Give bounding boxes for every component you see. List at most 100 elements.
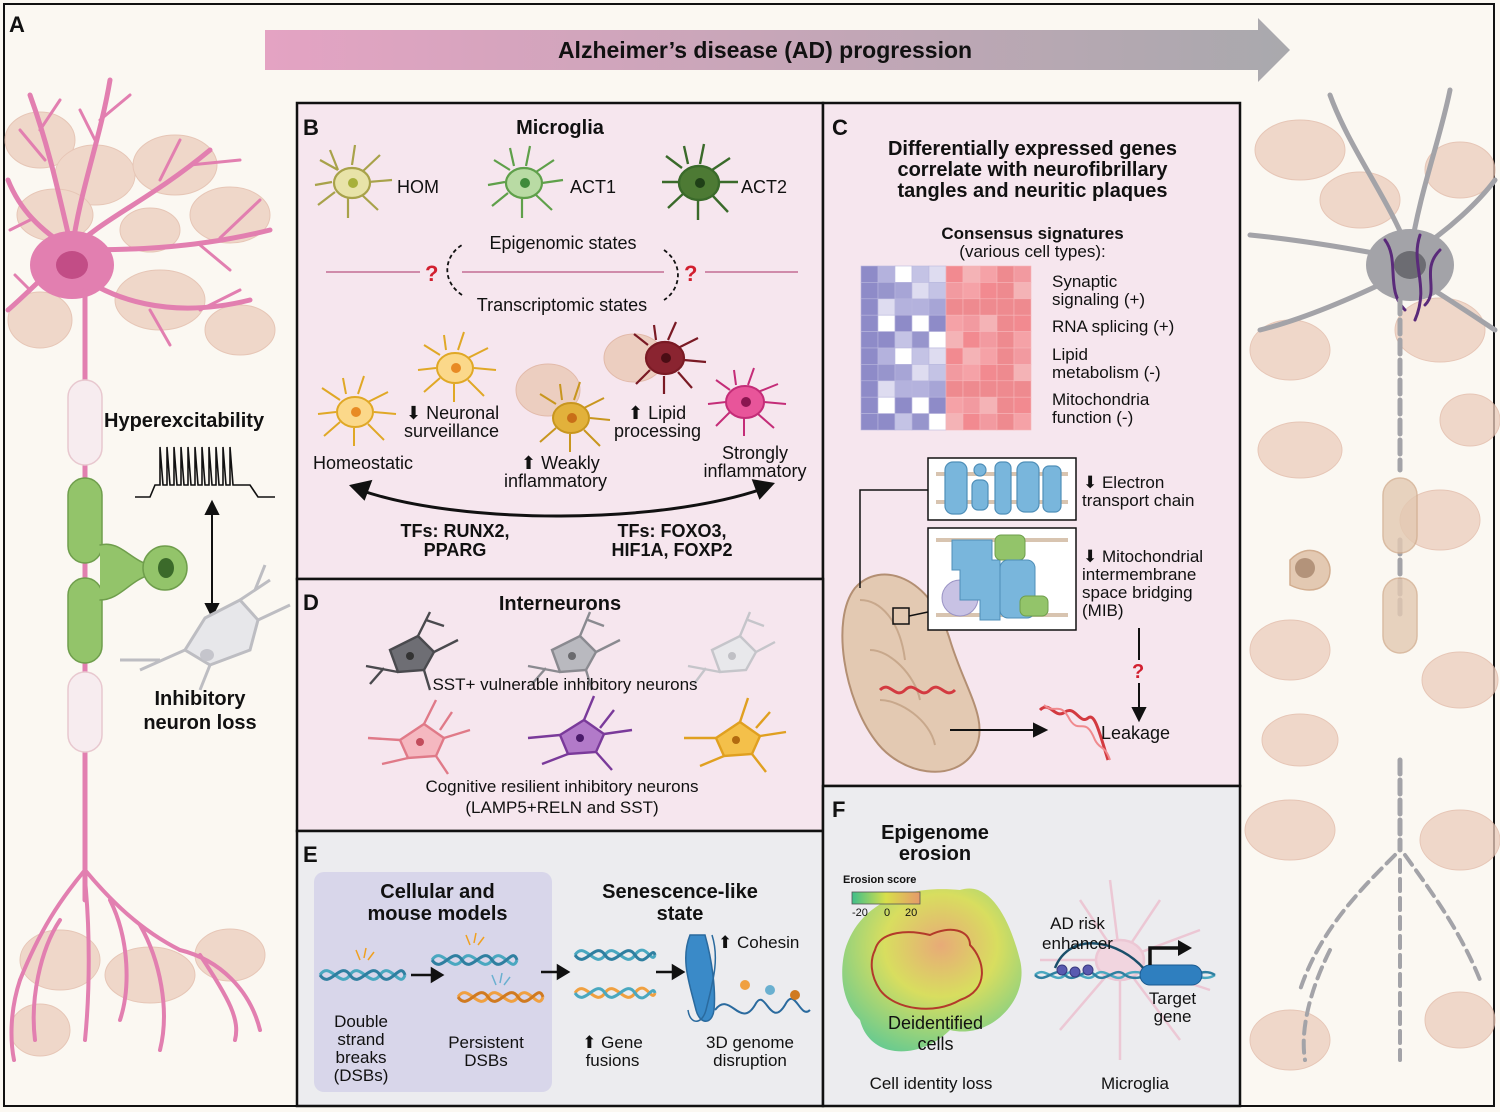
spike-trace xyxy=(135,446,275,498)
tfs-left-1: TFs: RUNX2, xyxy=(400,521,510,541)
question-mark-right: ? xyxy=(684,261,698,286)
heatmap-cell xyxy=(877,298,896,316)
heatmap-cell xyxy=(945,380,964,398)
strongly-inflammatory-1: Strongly xyxy=(721,443,789,463)
heatmap-cell xyxy=(1013,413,1032,431)
heatmap-cell xyxy=(877,314,896,332)
heatmap-cell xyxy=(928,413,947,431)
heatmap-cell xyxy=(911,331,930,349)
lipid-processing-1: ⬆ Lipid xyxy=(628,403,687,423)
heatmap-cell xyxy=(860,265,879,283)
microglia-hom xyxy=(314,144,393,218)
heatmap-cell xyxy=(979,314,998,332)
heatmap-cell xyxy=(928,347,947,365)
heatmap-cell xyxy=(894,298,913,316)
heatmap-cell xyxy=(962,282,981,300)
erosion-colorbar xyxy=(851,891,921,905)
heatmap-cell xyxy=(996,396,1015,414)
resilient-label-2: (LAMP5+RELN and SST) xyxy=(465,798,659,817)
diseased-neuron xyxy=(1244,87,1500,1071)
heatmap-cell xyxy=(860,331,879,349)
heatmap-cell xyxy=(945,282,964,300)
heatmap-cell xyxy=(928,282,947,300)
mib-question-mark: ? xyxy=(1132,661,1145,683)
interneuron-sst-3 xyxy=(687,611,776,685)
heatmap-cell xyxy=(945,364,964,382)
heatmap-cell xyxy=(996,413,1015,431)
heatmap-cell xyxy=(860,396,879,414)
epigenome-title-2: erosion xyxy=(898,843,972,865)
heatmap-cell xyxy=(945,413,964,431)
panel-letter-d: D xyxy=(303,590,319,615)
tfs-right-1: TFs: FOXO3, xyxy=(617,521,727,541)
heatmap-cell xyxy=(962,314,981,332)
etc-label-1: ⬇ Electron xyxy=(1083,473,1165,492)
heatmap-cell xyxy=(911,298,930,316)
heatmap-cell xyxy=(911,380,930,398)
panel-e-arrows xyxy=(411,963,686,984)
heatmap-cell xyxy=(979,265,998,283)
heatmap-cell xyxy=(860,282,879,300)
heatmap-cell xyxy=(996,380,1015,398)
heatmap-cell xyxy=(894,314,913,332)
heatmap-cell xyxy=(996,298,1015,316)
heatmap-cell xyxy=(928,314,947,332)
double-arrow xyxy=(204,499,220,619)
heatmap-cell xyxy=(962,396,981,414)
heatmap-cell xyxy=(877,282,896,300)
erosion-score-label: Erosion score xyxy=(843,874,917,886)
leakage-arrow xyxy=(950,628,1147,738)
heatmap-cell xyxy=(877,265,896,283)
heatmap-cell xyxy=(894,364,913,382)
interneuron-sst-2 xyxy=(527,611,621,691)
heatmap-cell xyxy=(894,331,913,349)
heatmap-cell xyxy=(911,396,930,414)
weakly-inflammatory-2: inflammatory xyxy=(504,471,608,491)
heatmap-cell xyxy=(894,282,913,300)
heatmap-cell xyxy=(860,298,879,316)
leakage-label: Leakage xyxy=(1101,723,1171,743)
heatmap-cell xyxy=(860,364,879,382)
heatmap-cell xyxy=(1013,364,1032,382)
epigenomic-states: Epigenomic states xyxy=(489,233,637,253)
heatmap-cell xyxy=(860,413,879,431)
ad-risk-2: enhancer xyxy=(1042,934,1113,953)
cohesin-label: ⬆ Cohesin xyxy=(718,933,800,952)
persistent-dsb-2: DSBs xyxy=(464,1051,508,1070)
persistent-dsb-1: Persistent xyxy=(448,1033,524,1052)
heatmap-cell xyxy=(877,347,896,365)
heatmap-cell xyxy=(877,331,896,349)
sig-mito-2: function (-) xyxy=(1052,408,1134,427)
microglia-strongly-inflammatory xyxy=(707,367,787,436)
panel-c-title-3: tangles and neuritic plaques xyxy=(897,180,1168,202)
microglia-label: Microglia xyxy=(1100,1074,1170,1093)
heatmap-cell xyxy=(945,314,964,332)
heatmap-cell xyxy=(860,380,879,398)
panel-letter-c: C xyxy=(832,115,848,140)
deidentified-2: cells xyxy=(917,1034,954,1054)
heatmap-cell xyxy=(928,265,947,283)
heatmap-cell xyxy=(996,314,1015,332)
dsb-label-3: breaks xyxy=(335,1048,387,1067)
heatmap-cell xyxy=(979,298,998,316)
mib-label-2: intermembrane xyxy=(1082,565,1197,584)
mib-label-1: ⬇ Mitochondrial xyxy=(1083,547,1204,566)
heatmap-cell xyxy=(911,282,930,300)
heatmap-cell xyxy=(979,380,998,398)
mtdna-leak xyxy=(1038,704,1111,761)
heatmap-cell xyxy=(911,265,930,283)
scale-tick-0: 0 xyxy=(884,907,891,919)
microglia-title: Microglia xyxy=(516,117,604,139)
transcriptomic-states: Transcriptomic states xyxy=(476,295,648,315)
sig-synaptic-2: signaling (+) xyxy=(1052,290,1146,309)
heatmap-cell xyxy=(1013,314,1032,332)
heatmap-cell xyxy=(1013,380,1032,398)
tfs-left-2: PPARG xyxy=(423,540,487,560)
scale-tick-neg20: -20 xyxy=(852,907,868,919)
sig-lipid-2: metabolism (-) xyxy=(1052,363,1161,382)
consensus-1: Consensus signatures xyxy=(941,224,1124,243)
heatmap-cell xyxy=(962,413,981,431)
heatmap-cell xyxy=(894,413,913,431)
mib-label-3: space bridging xyxy=(1082,583,1193,602)
